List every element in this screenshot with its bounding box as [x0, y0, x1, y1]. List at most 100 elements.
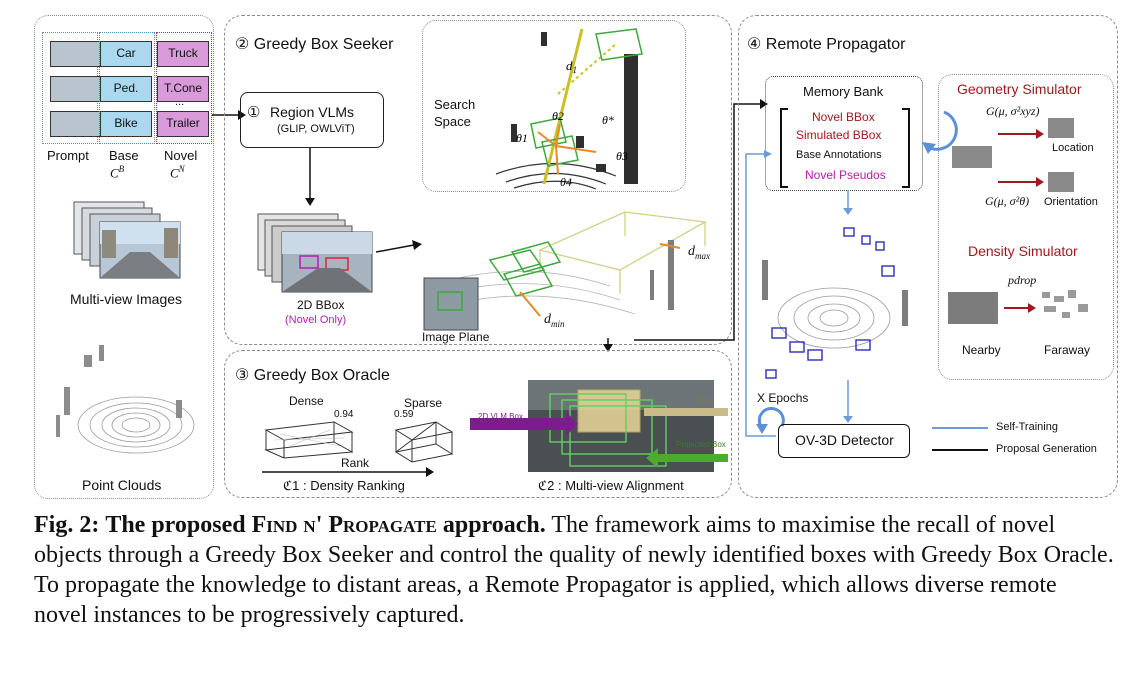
base-set-label: CB [110, 164, 125, 181]
figure-caption: Fig. 2: The proposed Find n' Propagate a… [34, 510, 1114, 630]
geo-orientation-label: Orientation [1044, 196, 1098, 208]
memory-to-scene-arrow [843, 190, 853, 215]
base-class-car: Car [100, 41, 152, 67]
rank-label: Rank [341, 456, 370, 470]
faraway-label: Faraway [1044, 343, 1091, 357]
novel-class-tcone: T.Cone [157, 76, 209, 102]
novel-set-label: CN [170, 164, 185, 181]
simulator-to-memory-arrow [922, 110, 958, 154]
epochs-label: X Epochs [757, 391, 809, 405]
epochs-loop-icon [756, 407, 785, 434]
caption-fig-label: Fig. 2: [34, 512, 100, 538]
novel-class-ellipsis: ... [175, 96, 185, 108]
greedy-box-seeker-panel [224, 15, 732, 345]
geo-formula-bottom: G(μ, σ²θ) [985, 194, 1030, 208]
memory-bracket-right [902, 108, 910, 188]
bbox2d-sub: (Novel Only) [285, 314, 347, 326]
novel-label: Novel [164, 148, 198, 163]
greedy-box-oracle-panel [224, 350, 732, 498]
rank-arrow [262, 467, 434, 477]
base-class-ped: Ped. [100, 76, 152, 102]
detector-to-memory-line [745, 150, 776, 437]
simulators-panel [938, 74, 1114, 380]
oracle-title: ③ Greedy Box Oracle [235, 367, 390, 384]
point-clouds-label: Point Clouds [82, 477, 162, 493]
dmin-label: dmin [544, 312, 565, 329]
sparse-score: 0.59 [394, 409, 414, 420]
d1-label: d1 [566, 58, 577, 75]
scene-to-detector-arrow [843, 380, 853, 423]
c1-label: ℭ1 : Density Ranking [283, 478, 405, 493]
theta-star-label: θ* [602, 113, 614, 127]
input-panel [34, 15, 214, 499]
caption-body: The framework aims to maximise the recal… [34, 512, 1114, 628]
caption-title-a: The proposed [105, 512, 246, 538]
propagator-title: ④ Remote Propagator [747, 36, 906, 53]
caption-title-sc: Find n' Propagate [251, 512, 437, 538]
ov3d-detector-label: OV-3D Detector [795, 432, 894, 448]
multiview-images-graphic [73, 201, 181, 279]
memory-bank-title: Memory Bank [803, 84, 884, 99]
prompt-slot-2 [50, 76, 102, 102]
region-vlm-sub: (GLIP, OWLViT) [277, 123, 355, 135]
prompt-slot-1 [50, 41, 102, 67]
alignment-graphic [470, 380, 728, 472]
search-space-label: Search Space [434, 97, 476, 129]
dense-label: Dense [289, 394, 324, 408]
region-vlm-box [240, 92, 384, 148]
geometry-graphic [952, 118, 1074, 192]
dense-box-graphic [264, 421, 354, 459]
base-class-bike: Bike [100, 111, 152, 137]
prompt-label: Prompt [47, 148, 89, 163]
bbox-to-plane-arrow [376, 240, 422, 253]
vlm-to-bbox-arrow [305, 148, 315, 206]
vlm-box-label: 2D VLM Box [478, 412, 523, 421]
iou-label: IoU [698, 395, 711, 404]
caption-title-b: approach. [442, 512, 546, 538]
ov3d-detector-box [778, 424, 910, 458]
novel-class-truck: Truck [157, 41, 209, 67]
dense-score: 0.94 [334, 409, 354, 420]
geo-formula-top: G(μ, σ²xyz) [986, 104, 1040, 118]
point-cloud-graphic [56, 345, 195, 454]
base-label: Base [109, 148, 139, 163]
memory-item-novel-pseudos: Novel Pseudos [805, 168, 886, 182]
geometry-simulator-title: Geometry Simulator [957, 81, 1082, 97]
theta2-label: θ2 [552, 109, 564, 123]
c2-label: ℭ2 : Multi-view Alignment [538, 478, 684, 493]
base-column [99, 32, 155, 144]
image-plane-label: Image Plane [422, 330, 490, 344]
theta1-label: θ1 [516, 131, 528, 145]
memory-item-novel-bbox: Novel BBox [812, 110, 875, 124]
multiview-label: Multi-view Images [70, 291, 183, 307]
novel-class-trailer: Trailer [157, 111, 209, 137]
novel-column [156, 32, 212, 144]
memory-bracket-left [780, 108, 788, 188]
legend-proposal-generation: Proposal Generation [996, 443, 1097, 455]
search-space-panel [422, 20, 686, 192]
geo-location-label: Location [1052, 142, 1094, 154]
prompt-slot-3 [50, 111, 102, 137]
bbox2d-label: 2D BBox [297, 298, 345, 312]
bbox2d-images-graphic [257, 213, 373, 293]
density-graphic [948, 290, 1088, 324]
seeker-connector [603, 99, 768, 352]
seeker-title: ② Greedy Box Seeker [235, 36, 394, 53]
propagator-scene-graphic [762, 227, 908, 379]
region-vlm-num: ① [247, 104, 261, 121]
dmax-label: dmax [688, 244, 710, 261]
memory-item-simulated-bbox: Simulated BBox [796, 128, 882, 142]
nearby-label: Nearby [962, 343, 1001, 357]
theta4-label: θ4 [560, 175, 572, 189]
theta3-label: θ3 [616, 149, 628, 163]
region-vlm-title: Region VLMs [270, 104, 355, 120]
search-space-graphic: d1 θ1 θ2 θ* θ3 θ4 [495, 28, 643, 190]
density-simulator-title: Density Simulator [968, 243, 1078, 259]
legend-self-training: Self-Training [996, 421, 1058, 433]
remote-propagator-panel [738, 15, 1118, 498]
memory-item-base-annotations: Base Annotations [796, 149, 882, 161]
memory-bank-box [765, 76, 923, 191]
frustum-graphic [423, 211, 708, 331]
p-drop-label: pdrop [1008, 273, 1037, 287]
legend-lines [932, 427, 988, 451]
